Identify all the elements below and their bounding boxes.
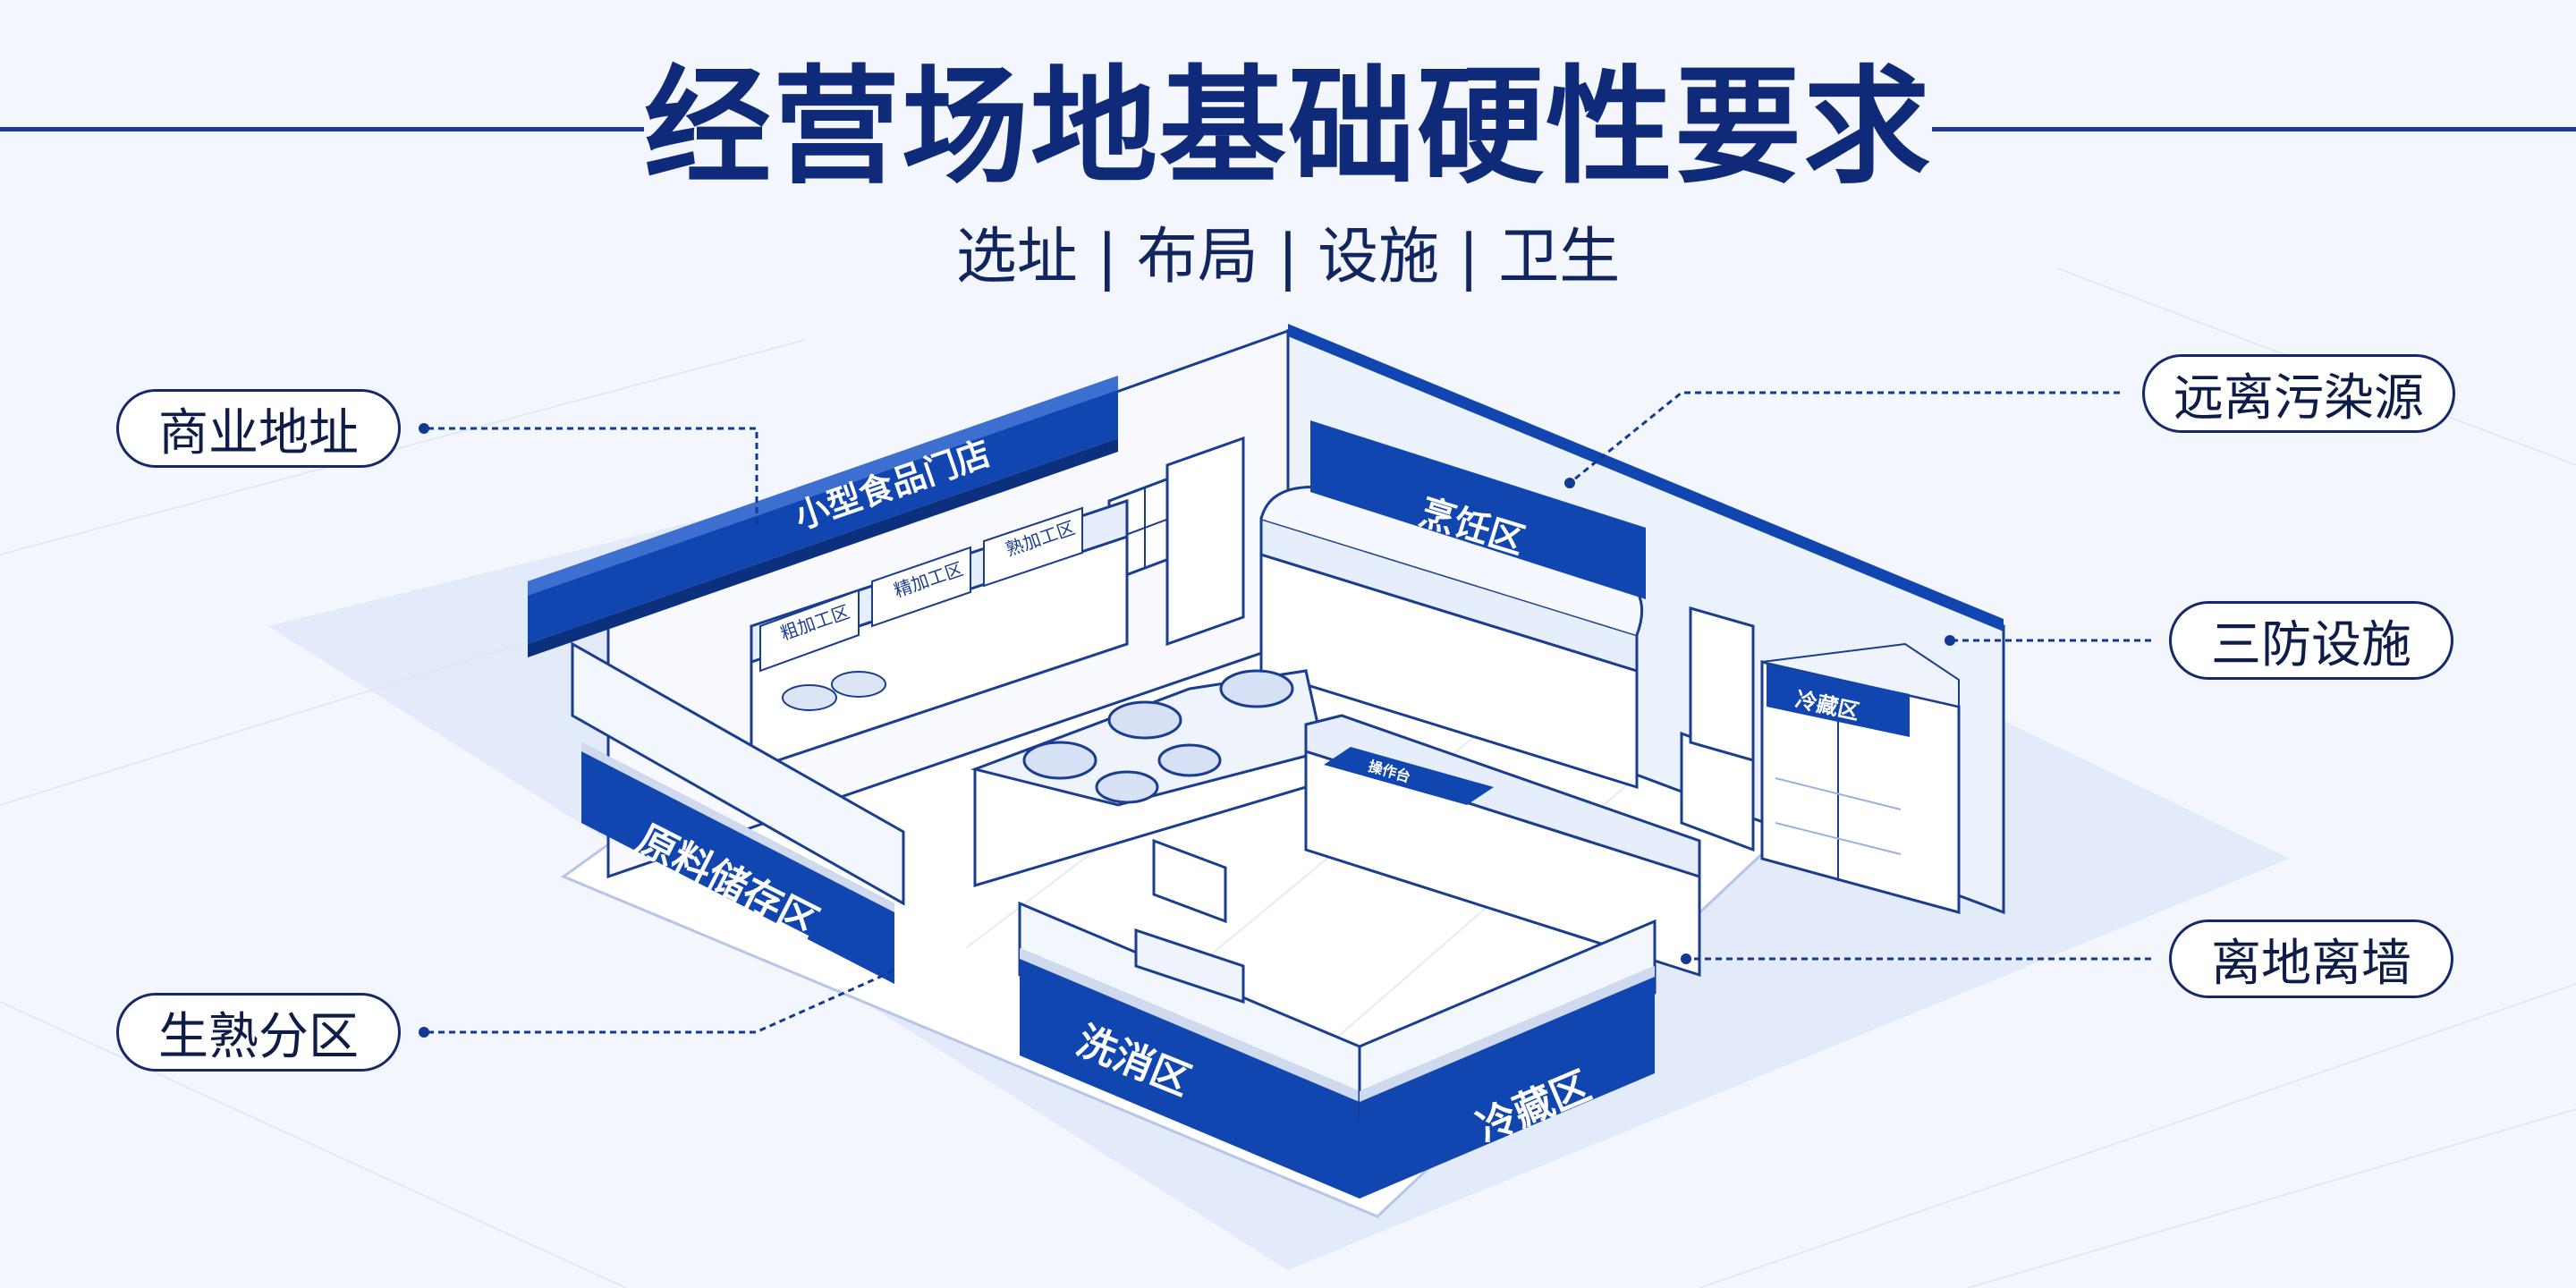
- callout-leaders: [428, 391, 2151, 1034]
- title-rule-left: [0, 127, 644, 131]
- callout-business-address: 商业地址: [116, 389, 401, 468]
- cooking-zone-sign: [1310, 420, 1646, 599]
- callout-raw-cooked-separation: 生熟分区: [116, 993, 401, 1072]
- wall-door: [1165, 436, 1245, 647]
- cooking-countertop: [1259, 516, 1639, 674]
- proc-label-board-b: [871, 546, 971, 628]
- callout-dot: [1564, 478, 1575, 488]
- food-bowls-center: [1022, 669, 1294, 804]
- back-door: [1689, 606, 1755, 762]
- front-partition: [1018, 901, 1657, 1199]
- callout-off-floor-off-wall: 离地离墙: [2169, 919, 2453, 998]
- sink-tap: [1152, 838, 1227, 924]
- display-fridge: [1760, 642, 1961, 914]
- page-title: 经营场地基础硬性要求: [644, 54, 1932, 201]
- title-rule-right: [1932, 127, 2576, 131]
- callout-three-prevention: 三防设施: [2169, 601, 2453, 680]
- callout-away-from-pollution: 远离污染源: [2142, 354, 2455, 433]
- callout-dot: [1681, 953, 1691, 964]
- work-countertop: [1304, 714, 1701, 879]
- proc-label-board-a: [759, 589, 860, 673]
- page-subtitle: 选址 | 布局 | 设施 | 卫生: [955, 222, 1621, 292]
- store-sign-board: [528, 376, 1118, 657]
- proc-label-board-c: [983, 506, 1083, 588]
- sink-unit: [1134, 928, 1245, 1004]
- wall-top-trim: [1288, 324, 2004, 631]
- callout-dot: [1945, 635, 1955, 646]
- callout-dot: [419, 1027, 429, 1038]
- food-bowl: [831, 671, 886, 698]
- callout-dot: [419, 423, 429, 434]
- counter-panel: [1324, 747, 1494, 805]
- food-bowl: [782, 684, 837, 711]
- raw-storage-partition: [571, 641, 905, 984]
